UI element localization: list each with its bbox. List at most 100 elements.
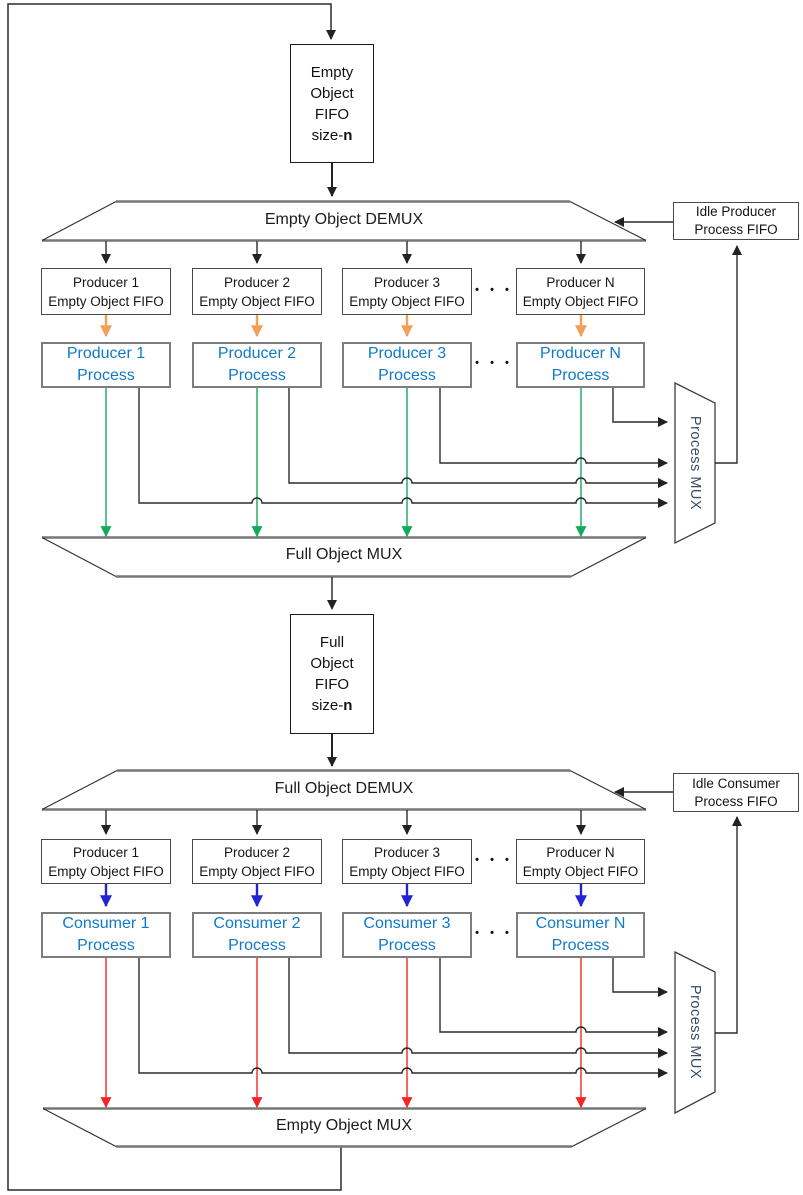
- box-line: Producer 1: [66, 345, 146, 362]
- consumer-process-mux-shape: [674, 950, 716, 1115]
- box-line: Producer N: [546, 844, 615, 860]
- demux-fanout-arrows: [101, 241, 586, 835]
- empty-object-mux-shape: [42, 1107, 647, 1148]
- box-line: Consumer N: [535, 915, 626, 932]
- idle-line: Process FIFO: [694, 793, 778, 809]
- size-n: n: [343, 697, 353, 714]
- ellipsis-producer-fifo: • • •: [475, 284, 513, 296]
- feedback-loop-line: [7, 3, 342, 1191]
- box-line: Empty Object FIFO: [199, 293, 315, 309]
- box-line: Process: [378, 937, 436, 954]
- consumer-output-arrows: [100, 958, 587, 1109]
- box-line: Process: [228, 937, 286, 954]
- box-line: Process: [77, 937, 135, 954]
- producer-feed-arrows: [100, 315, 587, 338]
- fifo-line: Full: [319, 634, 345, 651]
- box-line: Empty Object FIFO: [522, 293, 639, 309]
- empty-object-demux-shape: [41, 200, 647, 242]
- ellipsis-producer-process: • • •: [475, 357, 513, 369]
- producer-1-process-box: Producer 1 Process: [41, 342, 171, 388]
- box-line: Producer 1: [72, 274, 140, 290]
- trapezoid-slants: [41, 769, 647, 811]
- consumer-2-process-box: Consumer 2 Process: [192, 912, 322, 958]
- box-line: Empty Object FIFO: [349, 293, 465, 309]
- idle-line: Idle Producer: [695, 204, 777, 219]
- consumer-n-process-box: Consumer N Process: [516, 912, 645, 958]
- consumer-process-mux-label: Process MUX: [687, 984, 703, 1080]
- box-line: Empty Object FIFO: [48, 293, 164, 309]
- box-line: Producer 1: [72, 844, 140, 860]
- box-line: Producer 2: [217, 345, 297, 362]
- full-object-fifo-box: Full Object FIFO size-n: [290, 614, 374, 734]
- fifo-line: Object: [310, 84, 354, 102]
- box-line: Producer 3: [373, 274, 441, 290]
- producer-2-process-box: Producer 2 Process: [192, 342, 322, 388]
- full-object-mux-label: Full Object MUX: [285, 546, 403, 563]
- size-prefix: size-: [311, 126, 344, 144]
- producer-3-fifo-box: Producer 3 Empty Object FIFO: [342, 268, 472, 315]
- producer-process-mux-label: Process MUX: [687, 415, 703, 511]
- trapezoid-slants: [42, 1107, 647, 1148]
- trapezoid-fill: [42, 202, 646, 241]
- box-line: Empty Object FIFO: [522, 863, 639, 879]
- consumer-3-fifo-box: Producer 3 Empty Object FIFO: [342, 839, 472, 884]
- producer-n-fifo-box: Producer N Empty Object FIFO: [516, 268, 645, 315]
- idle-line: Process FIFO: [694, 222, 778, 237]
- empty-object-mux-label: Empty Object MUX: [275, 1117, 413, 1134]
- trapezoid-fill: [43, 1109, 646, 1147]
- size-prefix: size-: [311, 697, 344, 714]
- box-line: Producer 2: [223, 844, 291, 860]
- consumer-1-fifo-box: Producer 1 Empty Object FIFO: [41, 839, 171, 884]
- fifo-line: FIFO: [314, 105, 350, 123]
- producer-n-process-box: Producer N Process: [516, 342, 645, 388]
- box-line: Process: [551, 367, 610, 384]
- consumer-feed-arrows: [100, 884, 587, 908]
- box-line: Process: [378, 367, 436, 384]
- box-line: Producer N: [540, 345, 621, 362]
- producer-output-arrows: [100, 388, 587, 538]
- trapezoid-fill: [42, 771, 646, 810]
- producer-3-process-box: Producer 3 Process: [342, 342, 472, 388]
- box-line: Consumer 1: [62, 915, 150, 932]
- empty-object-fifo-box: Empty Object FIFO size-n: [290, 44, 374, 163]
- fifo-size-line: size-n: [312, 125, 353, 146]
- full-object-mux-shape: [41, 536, 647, 578]
- box-line: Consumer 3: [363, 915, 451, 932]
- box-line: Producer 3: [373, 844, 441, 860]
- idle-line: Idle Consumer: [692, 775, 780, 791]
- box-line: Producer 3: [367, 345, 447, 362]
- box-line: Producer 2: [223, 274, 291, 290]
- box-line: Empty Object FIFO: [48, 863, 164, 879]
- consumer-n-fifo-box: Producer N Empty Object FIFO: [516, 839, 645, 884]
- box-line: Producer N: [546, 274, 615, 290]
- mux-to-idle-consumer-line: [715, 816, 742, 1034]
- producer-1-fifo-box: Producer 1 Empty Object FIFO: [41, 268, 171, 315]
- producer-mux-wiring: [138, 217, 742, 508]
- box-line: Process: [228, 367, 286, 384]
- ellipsis-consumer-fifo: • • •: [475, 854, 513, 866]
- consumer-mux-wiring: [138, 787, 742, 1078]
- consumer-3-process-box: Consumer 3 Process: [342, 912, 472, 958]
- producer-2-fifo-box: Producer 2 Empty Object FIFO: [192, 268, 322, 315]
- fifo-line: FIFO: [314, 676, 350, 693]
- trapezoid-slants: [41, 536, 647, 578]
- box-line: Process: [77, 367, 135, 384]
- ellipsis-consumer-process: • • •: [475, 927, 513, 939]
- box-line: Empty Object FIFO: [349, 863, 465, 879]
- idle-producer-fifo-box: Idle Producer Process FIFO: [673, 202, 799, 240]
- idle-consumer-fifo-box: Idle Consumer Process FIFO: [673, 773, 799, 812]
- consumer-2-fifo-box: Producer 2 Empty Object FIFO: [192, 839, 322, 884]
- empty-object-demux-label: Empty Object DEMUX: [264, 211, 424, 228]
- trapezoid-slants: [41, 200, 647, 242]
- fifo-size-line: size-n: [312, 695, 353, 716]
- box-line: Process: [551, 937, 610, 954]
- mux-to-idle-producer-line: [715, 245, 742, 464]
- box-line: Empty Object FIFO: [199, 863, 315, 879]
- trapezoid-fill: [42, 538, 646, 577]
- fifo-line: Object: [310, 655, 354, 672]
- box-line: Consumer 2: [213, 915, 301, 932]
- producer-process-mux-shape: [674, 381, 716, 545]
- size-n: n: [343, 126, 353, 144]
